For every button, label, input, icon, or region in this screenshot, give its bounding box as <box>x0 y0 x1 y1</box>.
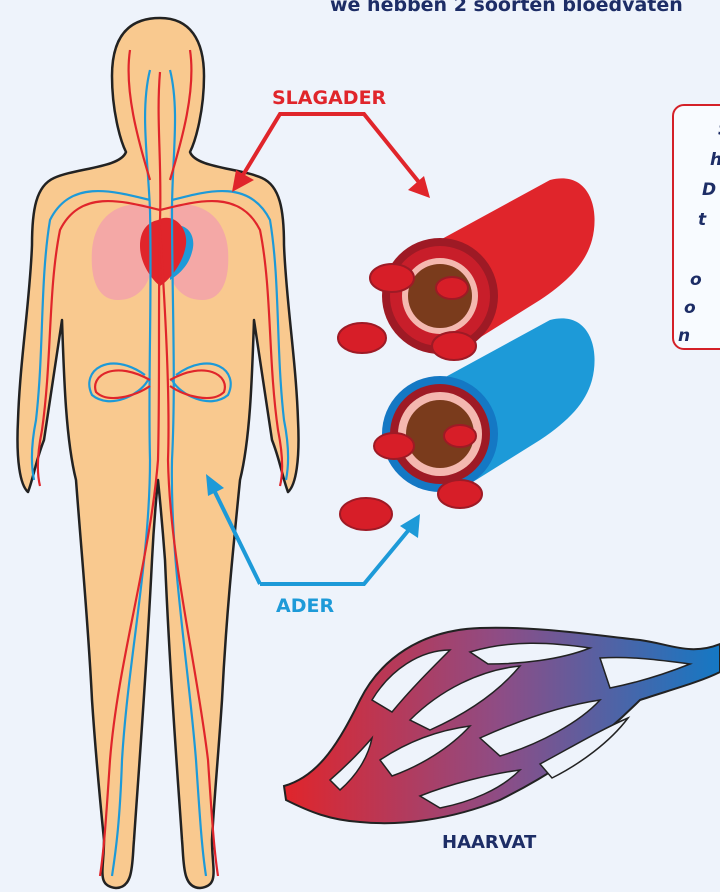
red-blood-cell <box>338 323 386 353</box>
artery-label: SLAGADER <box>272 87 387 109</box>
note-line: n <box>678 326 690 346</box>
red-blood-cell <box>432 332 476 360</box>
note-line: o <box>690 270 702 290</box>
red-blood-cell <box>370 264 414 292</box>
red-blood-cell <box>340 498 392 530</box>
capillary-network: HAARVAT <box>284 628 720 853</box>
red-blood-cell <box>438 480 482 508</box>
artery-arrow-line <box>240 114 324 180</box>
note-line: h <box>710 150 720 170</box>
vein-label: ADER <box>276 595 334 617</box>
red-blood-cell <box>444 425 476 447</box>
note-line: o <box>684 298 696 318</box>
artery-arrow-line <box>324 114 422 186</box>
vein-arrow-line <box>260 526 412 584</box>
capillary-label: HAARVAT <box>442 832 537 853</box>
note-line: t <box>698 210 706 230</box>
note-line: D <box>702 180 716 200</box>
info-note-box: S h D t o o n <box>672 104 720 350</box>
red-blood-cell <box>374 433 414 459</box>
red-blood-cell <box>436 277 468 299</box>
